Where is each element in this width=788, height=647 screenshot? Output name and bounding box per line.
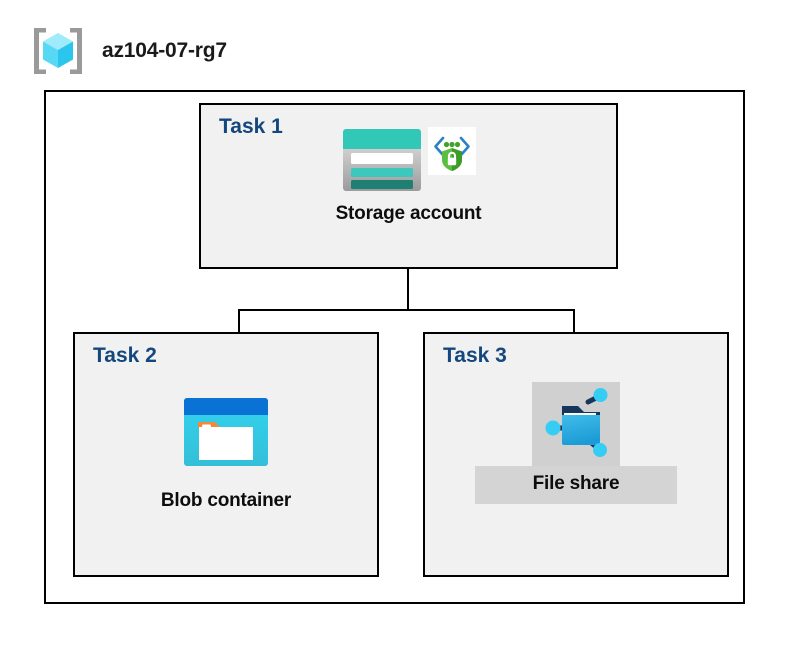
blob-container-label: Blob container [160,490,292,511]
node-file-share[interactable]: File share [425,382,727,504]
task-1-box: Task 1 [199,103,618,269]
task-3-label: Task 3 [443,344,507,367]
file-share-icon [545,388,608,457]
node-blob-container[interactable]: Blob container [75,396,377,512]
storage-account-label: Storage account [335,203,482,224]
task-2-label: Task 2 [93,344,157,367]
connector-split-bar [238,309,575,311]
storage-account-icon [343,129,421,191]
node-storage-account[interactable]: Storage account [201,127,616,225]
page-title: az104-07-rg7 [102,39,227,62]
task-1-label: Task 1 [219,115,283,138]
file-share-label: File share [474,466,678,504]
resource-group-container: Task 1 [44,90,745,604]
resource-group-header: az104-07-rg7 [30,25,227,77]
task-2-box: Task 2 Blob container [73,332,379,577]
task-3-box: Task 3 [423,332,729,577]
blob-container-icon [184,398,268,466]
resource-group-icon [34,28,82,74]
file-share-icon-highlight [532,382,620,466]
encryption-shield-icon [428,127,476,175]
